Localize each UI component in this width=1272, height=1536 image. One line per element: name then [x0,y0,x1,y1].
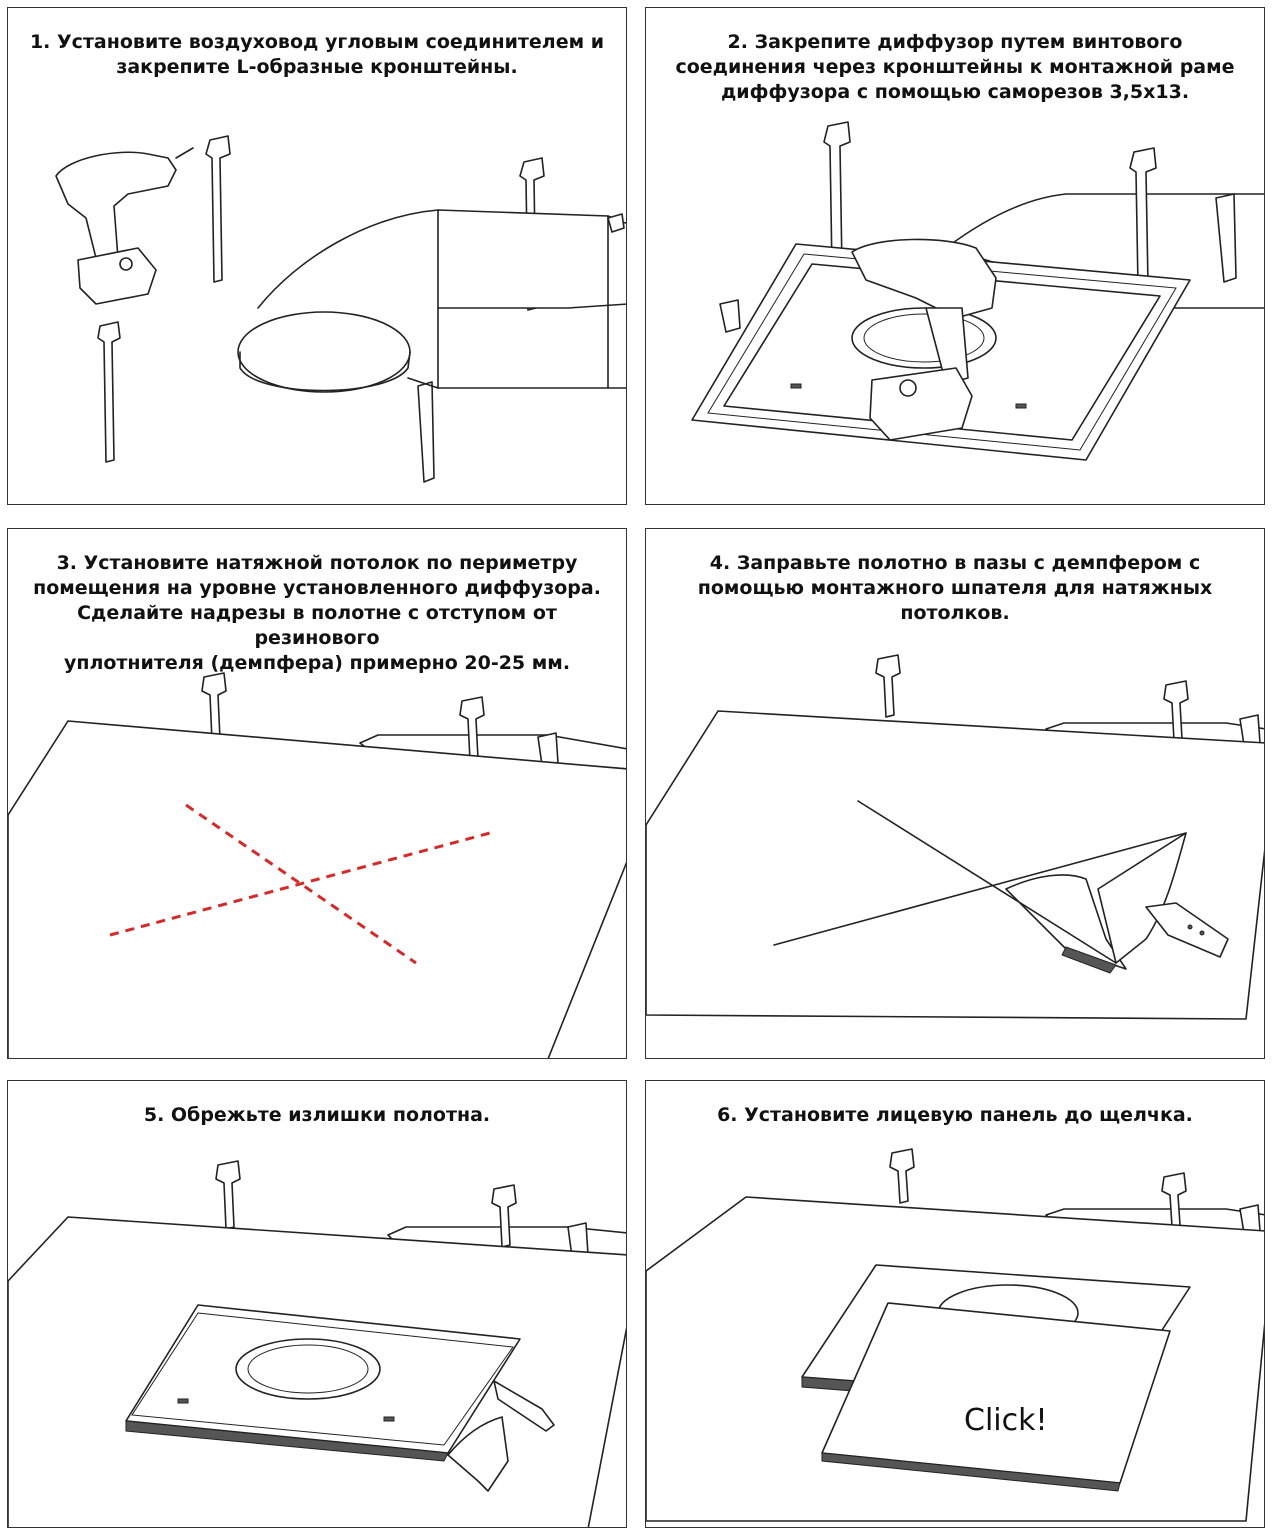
step-5-panel: 5. Обрежьте излишки полотна. [7,1080,627,1528]
diffuser-frame-icon [125,1304,521,1462]
drill-icon [851,238,997,441]
step-3-line-1: 3. Установите натяжной потолок по периме… [56,552,578,574]
bracket-icon [889,1148,1261,1234]
step-4-line-2: помощью монтажного шпателя для натяжных [697,577,1213,599]
step-3-line-2: помещения на уровне установленного диффу… [33,577,601,599]
cut-flaps [773,800,1187,974]
spatula-icon [1145,902,1229,958]
bracket-icon [719,121,1237,333]
step-5-caption: 5. Обрежьте излишки полотна. [8,1103,626,1128]
step-3-line-3: Сделайте надрезы в полотне с отступом от… [77,602,557,649]
knife-icon [447,1380,555,1492]
face-panel-icon [821,1302,1171,1492]
ceiling-sheet [8,720,626,1058]
click-label: Click! [964,1403,1048,1438]
bracket-icon [215,1160,589,1258]
bracket-icon [201,672,559,766]
step-2-line-1: 2. Закрепите диффузор путем винтового [727,31,1183,53]
duct-icon [237,209,626,393]
drill-icon [55,147,194,305]
step-3-panel: 3. Установите натяжной потолок по периме… [7,528,627,1059]
step-1-panel: 1. Установите воздуховод угловым соедини… [7,7,627,505]
step-2-line-2: соединения через кронштейны к монтажной … [675,56,1235,78]
step-1-caption: 1. Установите воздуховод угловым соедини… [8,30,626,80]
step-5-illustration [8,1160,626,1527]
step-4-line-1: 4. Заправьте полотно в пазы с демпфером … [709,552,1201,574]
step-2-panel: 2. Закрепите диффузор путем винтового со… [645,7,1265,505]
step-1-line-1: 1. Установите воздуховод угловым соедини… [29,31,605,53]
step-4-panel: 4. Заправьте полотно в пазы с демпфером … [645,528,1265,1059]
step-6-illustration [646,1148,1264,1522]
step-3-illustration [8,672,626,1058]
cut-lines [109,803,491,965]
step-6-caption: 6. Установите лицевую панель до щелчка. [646,1103,1264,1128]
step-4-line-3: потолков. [900,602,1010,624]
bracket-icon [97,135,545,483]
step-6-line-1: 6. Установите лицевую панель до щелчка. [717,1104,1193,1126]
bracket-icon [875,654,1261,746]
step-6-panel: 6. Установите лицевую панель до щелчка. … [645,1080,1265,1528]
step-2-illustration [691,121,1264,461]
step-3-line-4: уплотнителя (демпфера) примерно 20-25 мм… [63,652,571,674]
step-3-caption: 3. Установите натяжной потолок по периме… [8,551,626,676]
step-4-illustration [646,654,1264,1020]
step-5-line-1: 5. Обрежьте излишки полотна. [143,1104,491,1126]
step-1-line-2: закрепите L-образные кронштейны. [116,56,518,78]
step-4-caption: 4. Заправьте полотно в пазы с демпфером … [646,551,1264,626]
step-2-line-3: диффузора с помощью саморезов 3,5х13. [720,81,1190,103]
step-1-illustration [55,135,626,483]
step-2-caption: 2. Закрепите диффузор путем винтового со… [646,30,1264,105]
ceiling-sheet [646,710,1264,1020]
